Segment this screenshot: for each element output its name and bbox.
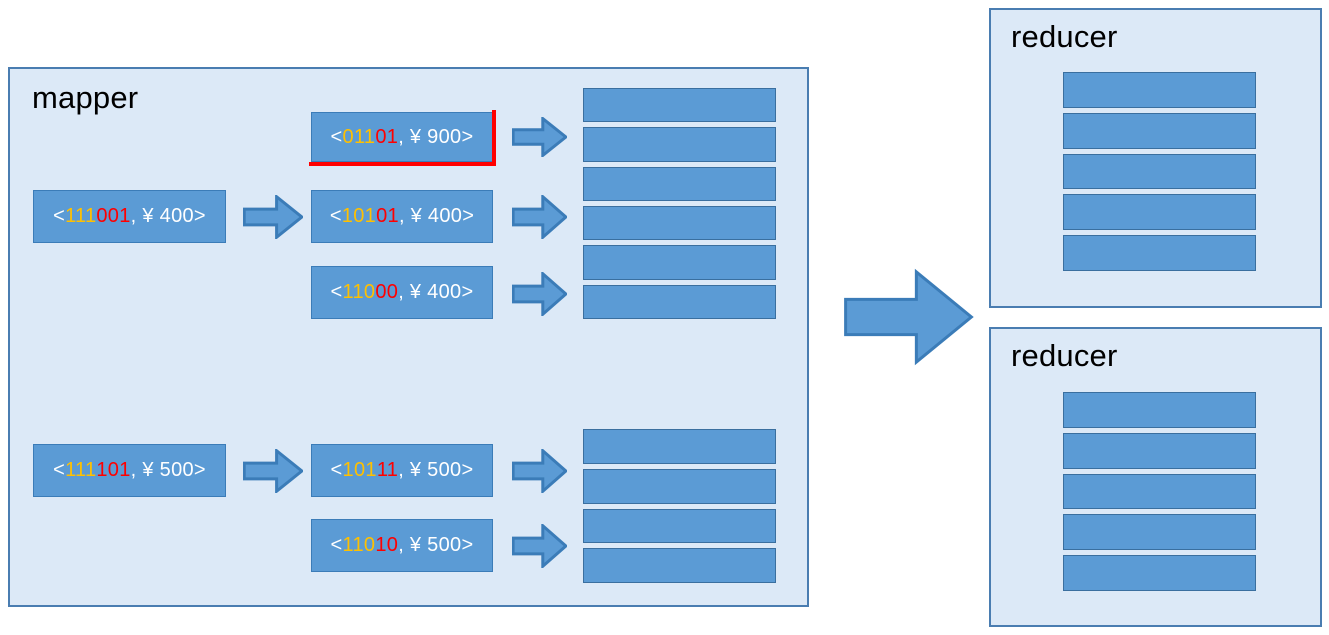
arrow-shape <box>512 195 567 239</box>
output-bar <box>583 548 776 583</box>
arrow-shape <box>512 272 567 316</box>
arrow-shape <box>243 195 303 239</box>
output-bar <box>1063 473 1256 510</box>
arrow-right-icon <box>512 117 567 157</box>
kv-token-0: < <box>329 205 342 227</box>
kv-token-0: < <box>330 125 343 148</box>
kv-token-0: < <box>330 459 343 481</box>
arrow-right-icon <box>512 272 567 316</box>
kv-token-2: 11 <box>376 459 399 481</box>
output-bar <box>583 284 776 319</box>
output-bar <box>583 127 776 162</box>
kv-token-1: 111 <box>65 459 97 481</box>
arrow-right-icon <box>243 449 303 493</box>
output-bar <box>583 429 776 464</box>
reducer-label-2: reducer <box>1011 338 1118 373</box>
kv-token-0: < <box>53 459 66 481</box>
output-bar <box>1063 235 1256 271</box>
arrow-right-icon <box>512 195 567 239</box>
arrow-shape <box>843 268 974 366</box>
output-bar <box>1063 194 1256 231</box>
kv-token-3: , ¥ 500> <box>398 534 474 556</box>
output-bar <box>583 508 776 544</box>
output-bar <box>1063 153 1256 190</box>
kv-token-3: , ¥ 400> <box>398 205 475 227</box>
arrow-right-icon <box>512 524 567 568</box>
kv-token-0: < <box>330 534 343 556</box>
reducer-bar-stack-2 <box>1063 392 1256 591</box>
arrow-right-icon <box>512 449 567 493</box>
kv-token-3: , ¥ 400> <box>398 281 474 303</box>
arrow-shape <box>512 117 567 157</box>
output-bar <box>583 206 776 241</box>
kv-token-0: < <box>330 281 343 303</box>
kv-token-1: 101 <box>342 459 377 481</box>
output-bar <box>1063 392 1256 428</box>
kv-token-2: 01 <box>376 205 399 227</box>
mapper-output-stack-top <box>583 88 776 319</box>
output-bar <box>583 166 776 201</box>
kv-token-1: 110 <box>342 534 376 556</box>
kv-token-2: 001 <box>96 205 131 227</box>
mapper-label: mapper <box>32 80 139 115</box>
kv-token-1: 110 <box>342 281 376 303</box>
kv-token-2: 10 <box>375 534 399 556</box>
kv-token-1: 101 <box>341 205 377 227</box>
output-bar <box>1063 555 1256 591</box>
mapper-output-stack-bottom <box>583 429 776 583</box>
output-bar <box>1063 112 1256 149</box>
output-bar <box>583 88 776 123</box>
kv-token-2: 00 <box>375 281 399 303</box>
kv-token-3: , ¥ 400> <box>130 205 206 227</box>
arrow-right-large-icon <box>843 268 974 366</box>
arrow-shape <box>243 449 303 493</box>
output-bar <box>583 245 776 280</box>
arrow-shape <box>512 449 567 493</box>
arrow-shape <box>512 524 567 568</box>
reducer-bar-stack-1 <box>1063 72 1256 271</box>
reducer-label-1: reducer <box>1011 19 1118 54</box>
kv-token-2: 01 <box>375 125 399 148</box>
output-bar <box>1063 72 1256 108</box>
kv-token-2: 101 <box>96 459 131 481</box>
kv-token-3: , ¥ 500> <box>130 459 206 481</box>
kv-token-3: , ¥ 500> <box>398 459 474 481</box>
kv-token-1: 111 <box>65 205 97 227</box>
kv-token-0: < <box>53 205 66 227</box>
output-bar <box>1063 432 1256 469</box>
arrow-right-icon <box>243 195 303 239</box>
output-bar <box>583 468 776 504</box>
kv-token-3: , ¥ 900> <box>398 125 474 148</box>
kv-token-1: 011 <box>342 125 376 148</box>
output-bar <box>1063 514 1256 551</box>
